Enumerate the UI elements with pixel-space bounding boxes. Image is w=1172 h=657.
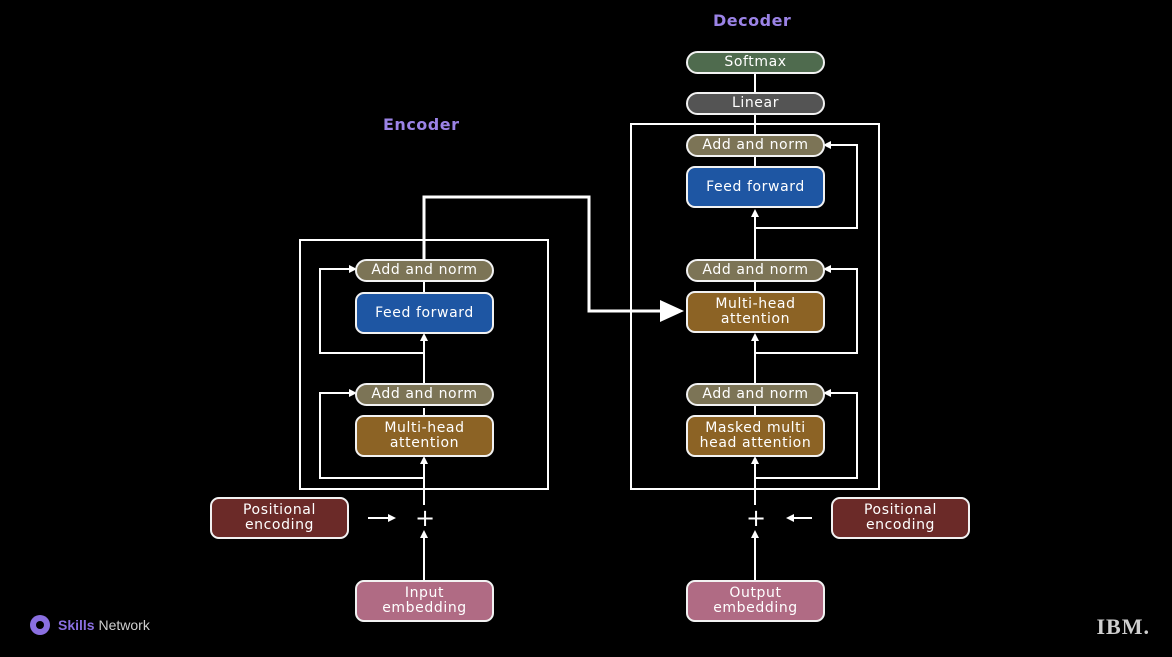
encoder-positional-encoding: Positional encoding — [210, 497, 349, 539]
skills-network-brand: Skills Network — [30, 615, 150, 635]
encoder-positional-line2: encoding — [244, 517, 315, 533]
brand-bold: Skills — [58, 617, 95, 633]
decoder-masked-attention: Masked multi head attention — [686, 415, 825, 457]
encoder-mha-line2: attention — [389, 435, 460, 451]
output-embedding-line1: Output — [729, 585, 782, 601]
decoder-cross-attention: Multi-head attention — [686, 291, 825, 333]
encoder-multi-head-attention: Multi-head attention — [355, 415, 494, 457]
output-embedding-line2: embedding — [713, 600, 798, 616]
decoder-add-norm-top: Add and norm — [686, 134, 825, 157]
brand-rest: Network — [98, 617, 150, 633]
decoder-positional-encoding: Positional encoding — [831, 497, 970, 539]
input-embedding: Input embedding — [355, 580, 494, 622]
encoder-positional-line1: Positional — [243, 502, 316, 518]
encoder-add-norm-top: Add and norm — [355, 259, 494, 282]
decoder-add-norm-mid: Add and norm — [686, 259, 825, 282]
cross-attention-arrowhead — [660, 300, 684, 322]
decoder-title: Decoder — [713, 11, 792, 30]
decoder-positional-line2: encoding — [865, 517, 936, 533]
ibm-logo: IBM. — [1096, 614, 1150, 639]
encoder-title: Encoder — [383, 115, 460, 134]
decoder-cross-attn-line2: attention — [720, 311, 791, 327]
decoder-feed-forward: Feed forward — [686, 166, 825, 208]
encoder-feed-forward: Feed forward — [355, 292, 494, 334]
decoder-softmax: Softmax — [686, 51, 825, 74]
encoder-add-norm-bottom: Add and norm — [355, 383, 494, 406]
encoder-plus-symbol: + — [415, 504, 436, 532]
encoder-mha-line1: Multi-head — [384, 420, 465, 436]
decoder-plus-symbol: + — [746, 504, 767, 532]
output-embedding: Output embedding — [686, 580, 825, 622]
skills-network-logo-icon — [30, 615, 50, 635]
input-embedding-line2: embedding — [382, 600, 467, 616]
input-embedding-line1: Input — [404, 585, 445, 601]
decoder-cross-attn-line1: Multi-head — [715, 296, 796, 312]
decoder-masked-line2: head attention — [699, 435, 812, 451]
decoder-masked-line1: Masked multi — [705, 420, 806, 436]
decoder-linear: Linear — [686, 92, 825, 115]
decoder-positional-line1: Positional — [864, 502, 937, 518]
decoder-add-norm-bottom: Add and norm — [686, 383, 825, 406]
